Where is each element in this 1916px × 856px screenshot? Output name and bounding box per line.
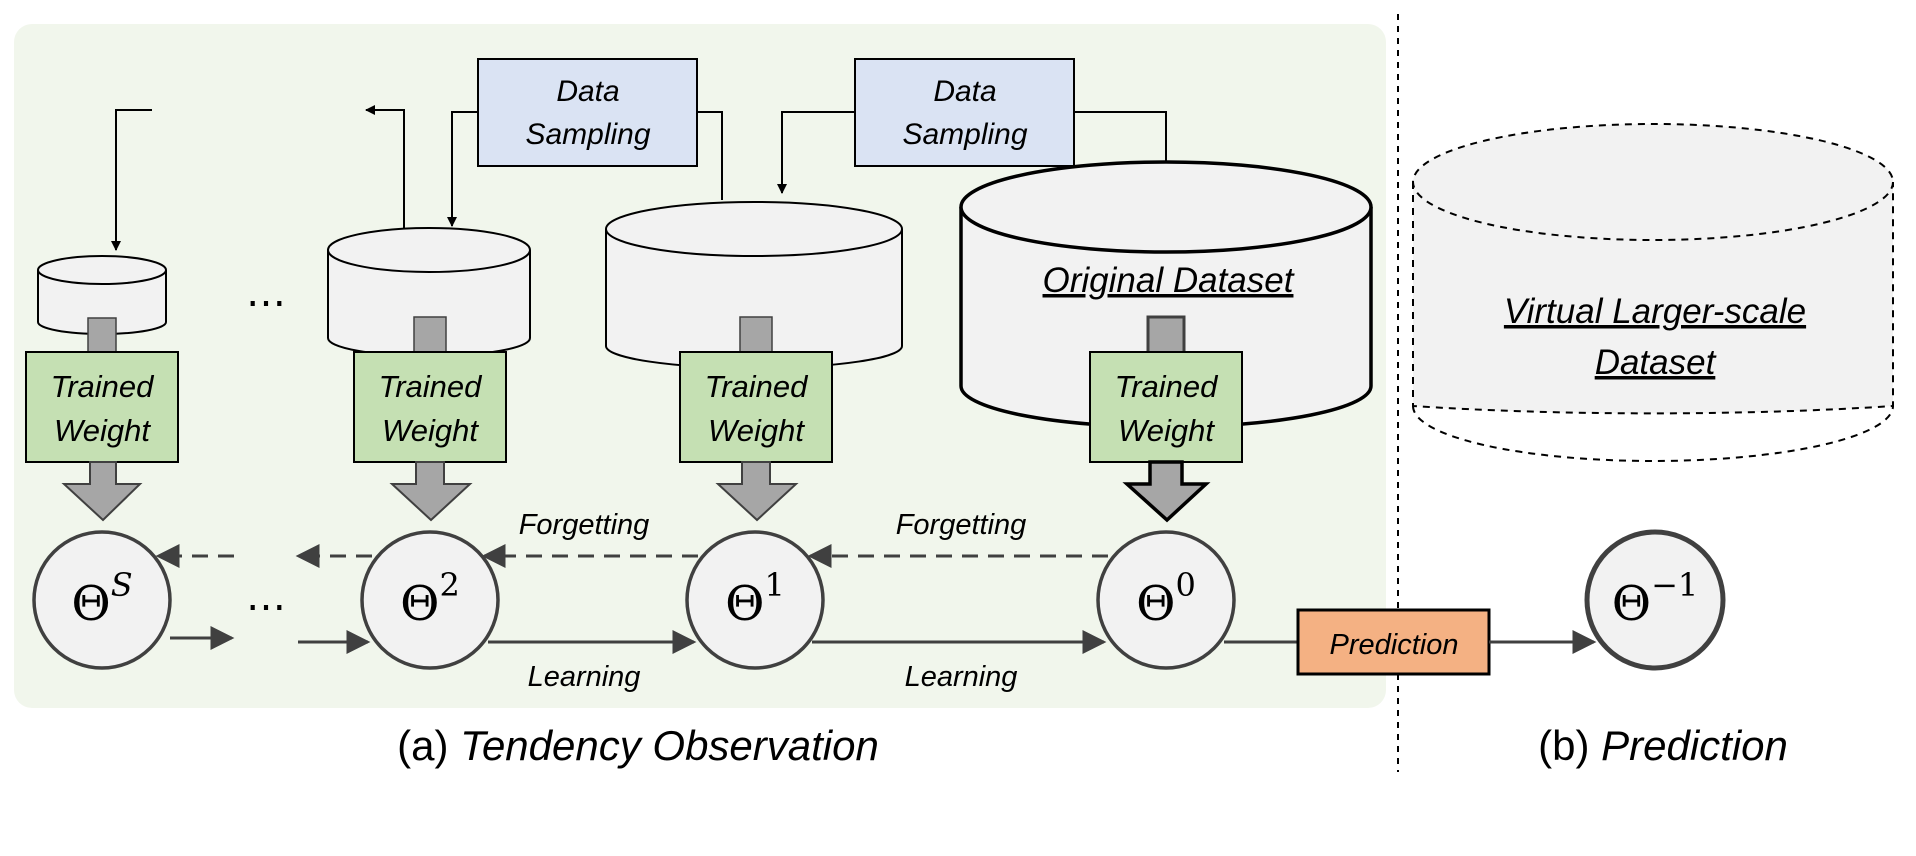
sampling-2-in-line bbox=[1075, 111, 1167, 162]
trained-weight-s-line1: Trained bbox=[51, 369, 156, 404]
weight-arrow-0-icon bbox=[1122, 460, 1211, 523]
svg-text:ΘS: ΘS bbox=[71, 566, 132, 632]
prediction-box bbox=[1296, 608, 1491, 676]
connector-2 bbox=[413, 316, 447, 355]
svg-text:Θ−1: Θ−1 bbox=[1612, 566, 1699, 632]
svg-text:Θ1: Θ1 bbox=[725, 566, 785, 632]
node-2-base: Θ bbox=[400, 576, 439, 632]
svg-text:Θ0: Θ0 bbox=[1136, 566, 1196, 632]
virtual-dataset-label-line2: Dataset bbox=[1595, 343, 1717, 382]
data-sampling-box-1 bbox=[477, 58, 698, 167]
trained-weight-1-line1: Trained bbox=[705, 369, 810, 404]
caption-b-title: Prediction bbox=[1601, 722, 1788, 769]
node-theta-minus-1: Θ−1 bbox=[1584, 529, 1726, 671]
node-theta-1: Θ1 bbox=[685, 530, 825, 670]
node-0-base: Θ bbox=[1136, 576, 1175, 632]
data-sampling-box-2 bbox=[854, 58, 1075, 167]
trained-weight-0-line1: Trained bbox=[1115, 369, 1220, 404]
sampling-1-out-line bbox=[447, 111, 478, 227]
node-theta-s: ΘS bbox=[32, 530, 172, 670]
ellipsis-middle: … bbox=[246, 574, 286, 620]
node-2-sup: 2 bbox=[440, 566, 460, 604]
dataset-1-cylinder-icon bbox=[605, 201, 903, 369]
forgetting-label-a: Forgetting bbox=[519, 509, 650, 541]
connector-0 bbox=[1146, 315, 1186, 356]
data-sampling-2-line2: Sampling bbox=[902, 118, 1027, 151]
node-minus-1-base: Θ bbox=[1612, 576, 1651, 632]
node-s-sup: S bbox=[111, 566, 133, 604]
caption-a-title: Tendency Observation bbox=[460, 722, 879, 769]
caption-b-prefix: (b) bbox=[1538, 722, 1601, 769]
prediction-box-label: Prediction bbox=[1330, 629, 1459, 661]
trained-weight-s-line2: Weight bbox=[54, 413, 151, 448]
virtual-dataset-cylinder-icon bbox=[1412, 123, 1894, 462]
node-0-sup: 0 bbox=[1176, 566, 1196, 604]
sampling-2-out-line bbox=[777, 111, 855, 194]
trained-weight-2-line1: Trained bbox=[379, 369, 484, 404]
caption-b: (b) Prediction bbox=[1538, 722, 1788, 769]
dataset-s-cylinder-icon bbox=[37, 255, 167, 335]
node-theta-0: Θ0 bbox=[1096, 530, 1236, 670]
learning-label-a: Learning bbox=[528, 661, 641, 693]
node-1-base: Θ bbox=[725, 576, 764, 632]
data-sampling-1-line1: Data bbox=[556, 75, 619, 108]
weight-arrow-2-icon bbox=[389, 461, 473, 522]
node-s-base: Θ bbox=[71, 576, 110, 632]
node-1-sup: 1 bbox=[765, 566, 785, 604]
original-dataset-label: Original Dataset bbox=[1043, 261, 1295, 300]
caption-a-prefix: (a) bbox=[397, 722, 460, 769]
node-minus-1-sup: −1 bbox=[1651, 566, 1698, 604]
trained-weight-box-2 bbox=[353, 351, 507, 463]
caption-a: (a) Tendency Observation bbox=[397, 722, 879, 769]
sampling-1-in-line bbox=[698, 111, 723, 200]
trained-weight-box-s bbox=[25, 351, 179, 463]
connector-s bbox=[87, 317, 117, 355]
trained-weight-0-line2: Weight bbox=[1118, 413, 1215, 448]
data-sampling-2-line1: Data bbox=[933, 75, 996, 108]
data-sampling-1-line2: Sampling bbox=[525, 118, 650, 151]
node-theta-2: Θ2 bbox=[360, 530, 500, 670]
weight-arrow-1-icon bbox=[715, 461, 799, 522]
virtual-dataset-label-line1: Virtual Larger-scale bbox=[1504, 292, 1806, 331]
trained-weight-box-0 bbox=[1089, 351, 1243, 463]
learning-label-b: Learning bbox=[905, 661, 1018, 693]
weight-arrow-s-icon bbox=[61, 461, 143, 522]
trained-weight-2-line2: Weight bbox=[382, 413, 479, 448]
forgetting-label-b: Forgetting bbox=[896, 509, 1027, 541]
sampling-line-left-arrow bbox=[365, 105, 405, 228]
trained-weight-1-line2: Weight bbox=[708, 413, 805, 448]
connector-1 bbox=[739, 316, 773, 355]
ellipsis-top: … bbox=[246, 270, 286, 316]
dataset-2-cylinder-icon bbox=[327, 227, 531, 357]
sampling-line-into-s bbox=[111, 109, 152, 251]
svg-text:Θ2: Θ2 bbox=[400, 566, 460, 632]
